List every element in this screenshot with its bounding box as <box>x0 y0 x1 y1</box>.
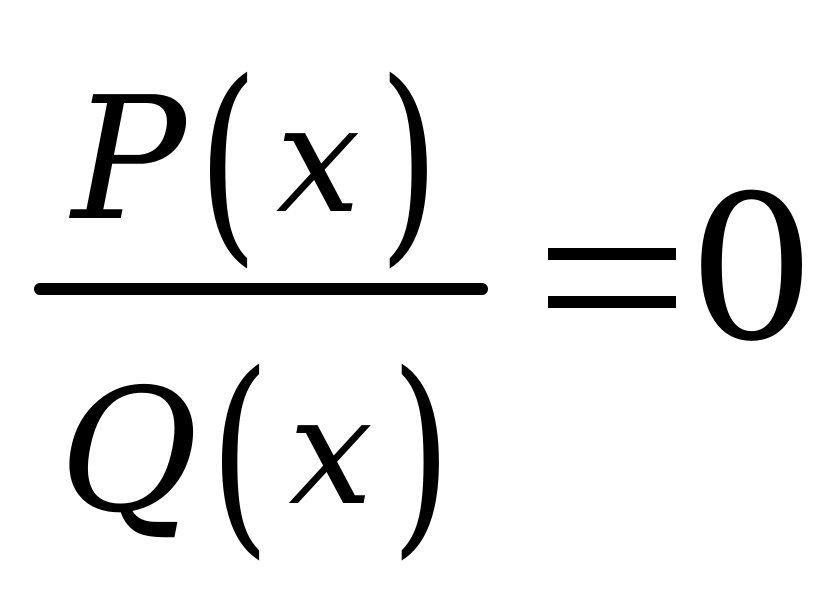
denominator: Q ( x ) <box>34 345 488 560</box>
fraction: P ( x ) Q ( x ) <box>34 40 488 560</box>
numerator-close-paren: ) <box>378 34 439 286</box>
equals-sign <box>548 236 676 316</box>
equals-bottom-bar <box>548 296 676 308</box>
denominator-close-paren: ) <box>390 326 452 578</box>
numerator-open-paren: ( <box>197 34 259 286</box>
numerator-function: P <box>71 61 186 259</box>
right-hand-side: 0 <box>688 153 816 386</box>
equals-top-bar <box>548 248 676 260</box>
denominator-open-paren: ( <box>210 326 271 578</box>
numerator-variable: x <box>275 73 361 247</box>
fraction-bar <box>34 283 488 295</box>
denominator-variable: x <box>288 365 373 539</box>
numerator: P ( x ) <box>34 53 488 268</box>
denominator-function: Q <box>59 353 199 551</box>
